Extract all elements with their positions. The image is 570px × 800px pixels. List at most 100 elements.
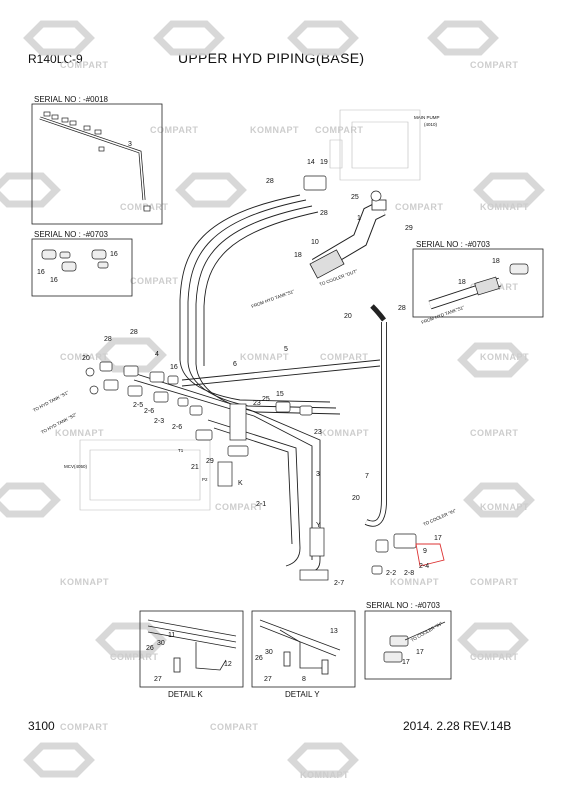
inset-serial-0703-bottom [364,610,452,680]
note-to-hyd-tank-s1: TO HYD TANK "S1" [32,390,70,413]
callout-15: 15 [276,391,284,398]
callout-23: 23 [253,400,261,407]
callout-t1: T1 [178,448,184,453]
watermark-text: KOMNAPT [320,428,369,438]
inset-serial-0703-left [31,238,133,297]
serial-label-0703-bottom: SERIAL NO : -#0703 [366,601,440,610]
callout-16: 16 [110,251,118,258]
callout-2-6: 2-6 [172,424,182,431]
note-from-hyd-tank: FROM HYD TANK"S1" [251,289,296,309]
watermark-text: COMPART [60,722,108,732]
mcv-outline [79,439,211,511]
inset-serial-0703-right [412,248,544,318]
callout-27: 27 [264,676,272,683]
inset-bottom-fittings [383,621,446,663]
callout-19: 19 [320,159,328,166]
callout-9: 9 [423,548,427,555]
callout-2-7: 2-7 [334,580,344,587]
callout-16: 16 [170,364,178,371]
callout-10: 10 [311,239,319,246]
suction-hose-10 [309,199,387,279]
watermark-text: COMPART [395,202,443,212]
callout-23: 23 [314,429,322,436]
serial-label-0018: SERIAL NO : -#0018 [34,95,108,104]
callout-2-4: 2-4 [419,563,429,570]
watermark-text: COMPART [215,502,263,512]
detail-y-drawing [259,619,341,675]
serial-label-0703-right: SERIAL NO : -#0703 [416,240,490,249]
fittings-cluster [85,175,417,581]
callout-27: 27 [154,676,162,683]
inset-detail-y [251,610,356,688]
watermark-text: COMPART [470,428,518,438]
callout-14: 14 [307,159,315,166]
watermark-text: KOMNAPT [60,577,109,587]
callout-2-3: 2-3 [154,418,164,425]
callout-k: K [238,480,243,487]
callout-16: 16 [50,277,58,284]
watermark-text: KOMNAPT [55,428,104,438]
callout-p2: P2 [202,477,208,482]
watermark-text: COMPART [130,276,178,286]
callout-11: 11 [168,632,175,639]
callout-17: 17 [434,535,442,542]
callout-26: 26 [255,655,263,662]
watermark-text: KOMNAPT [300,770,349,780]
callout-28: 28 [104,336,112,343]
watermark-text: COMPART [210,722,258,732]
watermark-text: COMPART [60,60,108,70]
watermark-text: KOMNAPT [390,577,439,587]
inset-serial-0018 [31,103,163,225]
watermark-text: COMPART [470,577,518,587]
callout-29: 29 [206,458,214,465]
callout-30: 30 [265,649,273,656]
watermark-text: COMPART [470,652,518,662]
note-inset-from-hyd-tank: FROM HYD TANK"S1" [421,305,466,325]
watermark-text: COMPART [60,352,108,362]
watermark-layer: COMPART COMPART COMPART KOMNAPT COMPART … [0,20,545,780]
callout-2-2: 2-2 [386,570,396,577]
callout-28: 28 [266,178,274,185]
note-to-cooler-in: TO COOLER "IN" [422,508,457,527]
inset-detail-k [139,610,244,688]
watermark-text: KOMNAPT [480,202,529,212]
callout-25: 25 [262,396,270,403]
callout-17: 17 [402,659,410,666]
callout-20: 20 [344,313,352,320]
page-number: 3100 [28,719,55,733]
mcv-label: MCV(4050) [64,464,88,469]
callout-1: 1 [357,215,361,222]
callout-17: 17 [416,649,424,656]
callout-2-1: 2-1 [256,501,266,508]
callout-3: 3 [128,141,132,148]
watermark-text: COMPART [315,125,363,135]
callout-30: 30 [157,640,165,647]
watermark-text: KOMNAPT [250,125,299,135]
callout-2-8: 2-8 [404,570,414,577]
callout-7: 7 [365,473,369,480]
callout-26: 26 [146,645,154,652]
revision-date: 2014. 2.28 REV.14B [403,719,512,733]
pipe-lines [129,194,381,573]
callout-28: 28 [320,210,328,217]
callout-29: 29 [405,225,413,232]
callout-28: 28 [130,329,138,336]
callout-18: 18 [294,252,302,259]
callout-5: 5 [284,346,288,353]
callout-25: 25 [351,194,359,201]
callout-20: 20 [82,355,90,362]
callout-y: Y [316,522,321,529]
callout-6: 6 [233,361,237,368]
detail-k-drawing [147,619,237,673]
watermark-text: COMPART [150,125,198,135]
note-inset-to-cooler-in: TO COOLER "IN" [410,621,443,643]
main-pump-number: (4010) [424,122,438,127]
watermark-text: KOMNAPT [240,352,289,362]
serial-label-0703-left: SERIAL NO : -#0703 [34,230,108,239]
callout-8: 8 [302,676,306,683]
main-pump-outline [329,109,421,181]
watermark-text: COMPART [470,60,518,70]
callout-2-6: 2-6 [144,408,154,415]
callout-18: 18 [458,279,466,286]
callout-12: 12 [224,661,232,668]
